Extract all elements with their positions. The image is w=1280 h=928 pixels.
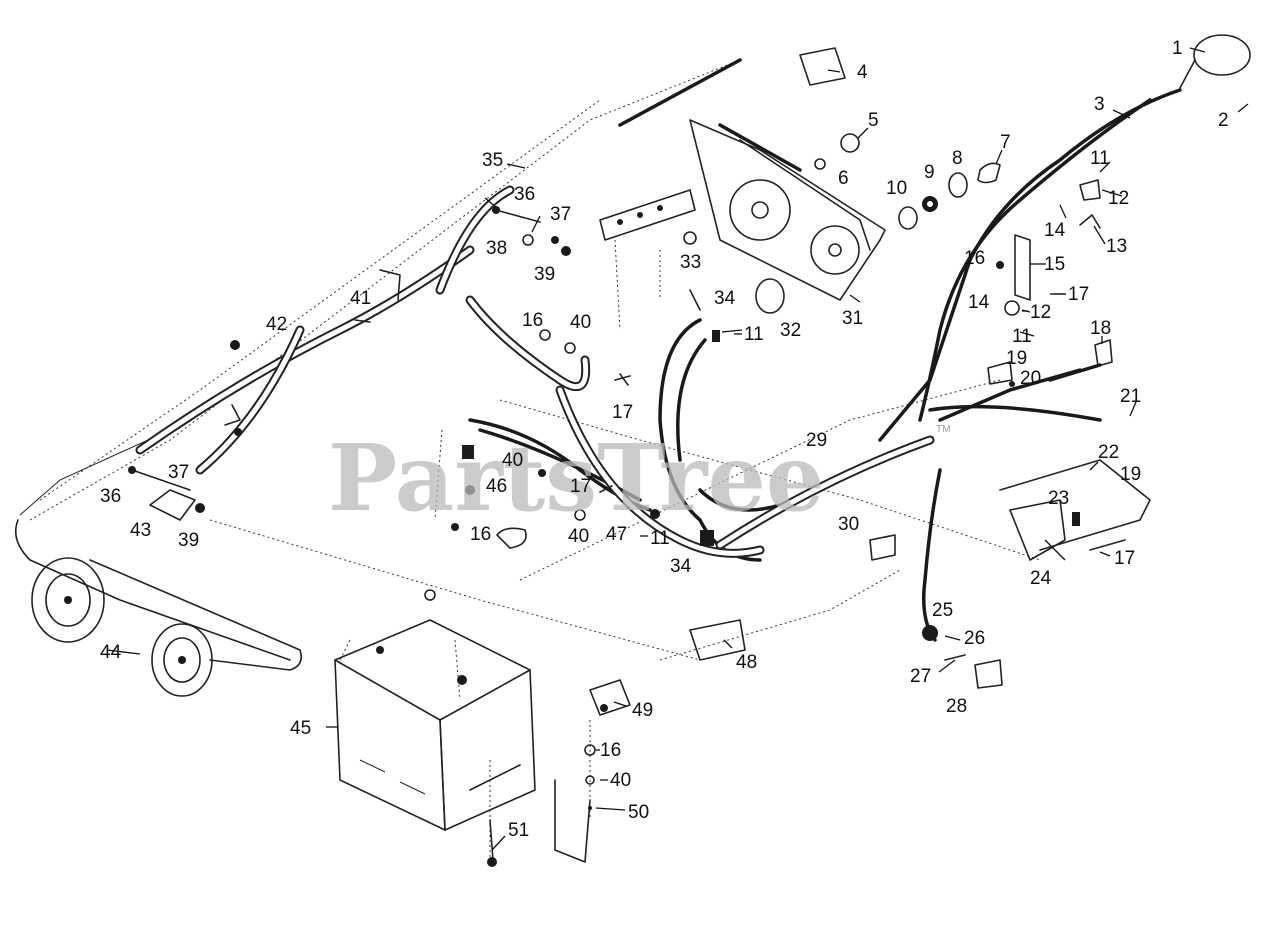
callout-30[interactable]: 30 (838, 514, 859, 535)
callout-21[interactable]: 21 (1120, 386, 1141, 407)
callout-17-d[interactable]: 17 (570, 476, 591, 497)
callout-5[interactable]: 5 (868, 110, 879, 131)
callout-16-b[interactable]: 16 (522, 310, 543, 331)
headlight-right (151, 623, 213, 697)
callout-51[interactable]: 51 (508, 820, 529, 841)
callout-29[interactable]: 29 (806, 430, 827, 451)
callout-16[interactable]: 16 (964, 248, 985, 269)
callout-28[interactable]: 28 (946, 696, 967, 717)
callout-40-b[interactable]: 40 (502, 450, 523, 471)
callout-35[interactable]: 35 (482, 150, 503, 171)
callout-16-c[interactable]: 16 (470, 524, 491, 545)
callout-38[interactable]: 38 (486, 238, 507, 259)
callout-labels: 1 2 3 4 5 6 7 8 9 10 11 12 13 14 15 16 1… (100, 38, 1229, 841)
trademark-mark: TM (936, 424, 950, 435)
callout-40-c[interactable]: 40 (568, 526, 589, 547)
callout-49[interactable]: 49 (632, 700, 653, 721)
callout-15[interactable]: 15 (1044, 254, 1065, 275)
callout-7[interactable]: 7 (1000, 132, 1011, 153)
callout-37[interactable]: 37 (550, 204, 571, 225)
callout-32[interactable]: 32 (780, 320, 801, 341)
battery (334, 619, 536, 831)
line-art (14, 34, 1251, 867)
callout-10[interactable]: 10 (886, 178, 907, 199)
callout-9[interactable]: 9 (924, 162, 935, 183)
callout-3[interactable]: 3 (1094, 94, 1105, 115)
callout-20[interactable]: 20 (1020, 368, 1041, 389)
callout-11-b[interactable]: 11 (1012, 326, 1032, 347)
callout-39-b[interactable]: 39 (178, 530, 199, 551)
terminal-strip (599, 189, 697, 331)
callout-24[interactable]: 24 (1030, 568, 1052, 589)
callout-16-d[interactable]: 16 (600, 740, 621, 761)
callout-27[interactable]: 27 (910, 666, 931, 687)
horn (1179, 34, 1251, 89)
callout-31[interactable]: 31 (842, 308, 863, 329)
callout-42[interactable]: 42 (266, 314, 287, 335)
callout-19[interactable]: 19 (1006, 348, 1027, 369)
callout-50[interactable]: 50 (628, 802, 649, 823)
partstree-watermark: PartsTree (328, 424, 824, 532)
dash-panel (689, 119, 886, 301)
callout-37-b[interactable]: 37 (168, 462, 189, 483)
callout-12-b[interactable]: 12 (1030, 302, 1051, 323)
callout-11-d[interactable]: 11 (650, 528, 670, 549)
callout-11[interactable]: 11 (1090, 148, 1110, 169)
callout-22[interactable]: 22 (1098, 442, 1119, 463)
callout-12[interactable]: 12 (1108, 188, 1129, 209)
callout-34[interactable]: 34 (714, 288, 736, 309)
callout-17-c[interactable]: 17 (612, 402, 633, 423)
callout-6[interactable]: 6 (838, 168, 849, 189)
callout-45[interactable]: 45 (290, 718, 311, 739)
callout-36-b[interactable]: 36 (100, 486, 121, 507)
callout-36[interactable]: 36 (514, 184, 535, 205)
callout-39[interactable]: 39 (534, 264, 555, 285)
callout-33[interactable]: 33 (680, 252, 701, 273)
callout-17-b[interactable]: 17 (1114, 548, 1135, 569)
leader-lines (106, 47, 1249, 851)
callout-13[interactable]: 13 (1106, 236, 1127, 257)
callout-26[interactable]: 26 (964, 628, 985, 649)
callout-43[interactable]: 43 (130, 520, 151, 541)
callout-14-b[interactable]: 14 (968, 292, 990, 313)
callout-4[interactable]: 4 (857, 62, 868, 83)
callout-2[interactable]: 2 (1218, 110, 1229, 131)
callout-18[interactable]: 18 (1090, 318, 1111, 339)
callout-8[interactable]: 8 (952, 148, 963, 169)
callout-19-b[interactable]: 19 (1120, 464, 1141, 485)
callout-14[interactable]: 14 (1044, 220, 1066, 241)
callout-44[interactable]: 44 (100, 642, 122, 663)
callout-23[interactable]: 23 (1048, 488, 1069, 509)
callout-34-b[interactable]: 34 (670, 556, 692, 577)
callout-48[interactable]: 48 (736, 652, 757, 673)
callout-41[interactable]: 41 (350, 288, 371, 309)
callout-40-d[interactable]: 40 (610, 770, 631, 791)
callout-47[interactable]: 47 (606, 524, 627, 545)
callout-1[interactable]: 1 (1172, 38, 1183, 59)
headlight-left (31, 557, 105, 643)
callout-40[interactable]: 40 (570, 312, 591, 333)
callout-11-c[interactable]: 11 (744, 324, 764, 345)
callout-dashes (596, 263, 1066, 781)
callout-46[interactable]: 46 (486, 476, 507, 497)
callout-17[interactable]: 17 (1068, 284, 1089, 305)
callout-25[interactable]: 25 (932, 600, 953, 621)
